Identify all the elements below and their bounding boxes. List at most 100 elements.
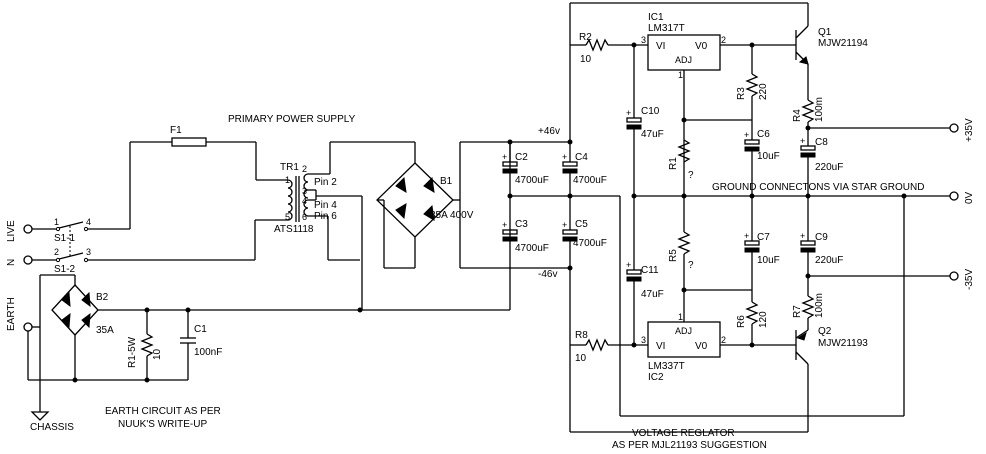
earth-note-2: NUUK'S WRITE-UP: [118, 419, 207, 430]
ic2-vi: VI: [656, 341, 665, 352]
r2-label: R2: [579, 32, 592, 43]
resistor-r5: [677, 231, 691, 255]
r3-label: R3: [736, 87, 747, 100]
capacitor-c8: [800, 145, 816, 151]
r6-label: R6: [736, 315, 747, 328]
ic1-part: LM317T: [648, 23, 685, 34]
c3-value: 4700uF: [515, 243, 549, 254]
earth-label: EARTH: [6, 297, 17, 331]
c5-value: 4700uF: [573, 238, 607, 249]
ic1-adj: ADJ: [675, 55, 692, 65]
plus-sign: +: [744, 130, 749, 140]
capacitor-c4: [562, 161, 578, 167]
plus-sign: +: [744, 231, 749, 241]
switch-s1-2: [58, 252, 84, 260]
voltage-regulator: R2 10 IC1 LM317T VI V0 ADJ 3 2 1 Q1 MJW2…: [569, 2, 975, 451]
r1-value: ?: [688, 170, 694, 181]
fuse-f1: [171, 137, 207, 147]
r2-value: 10: [580, 54, 592, 65]
earth-terminal: [23, 322, 33, 332]
resistor-r8: [585, 338, 609, 352]
ic2-adj: ADJ: [675, 326, 692, 336]
c11-value: 47uF: [641, 289, 664, 300]
rail-negative-label: -46v: [538, 269, 557, 280]
ic2-pin2: 2: [721, 335, 726, 345]
resistor-r4: [801, 99, 815, 123]
plus-sign: +: [562, 152, 567, 162]
capacitor-c7: [744, 240, 760, 246]
pin-2-label: Pin 2: [314, 177, 337, 188]
tr-pin2: 2: [302, 164, 307, 174]
capacitor-c11: [626, 269, 642, 275]
c1-value: 100nF: [194, 347, 222, 358]
pin-6-label: Pin 6: [314, 211, 337, 222]
r5-value: ?: [688, 260, 694, 271]
capacitor-c3: [502, 229, 518, 235]
plus-sign: +: [800, 136, 805, 146]
ic2-label: IC2: [648, 372, 664, 383]
diode-icon: [61, 291, 71, 308]
earth-circuit: B2 35A R1-5W 10 C1 100nF CHASSIS EARTH C…: [27, 274, 510, 433]
c7-label: C7: [757, 232, 770, 243]
ic1-vi: VI: [656, 41, 665, 52]
s1-2-label: S1-2: [54, 264, 76, 275]
c1-label: C1: [194, 324, 207, 335]
earth-note-1: EARTH CIRCUIT AS PER: [105, 406, 221, 417]
c3-label: C3: [515, 219, 528, 230]
c6-label: C6: [757, 129, 770, 140]
q2-label: Q2: [818, 326, 832, 337]
ic1-pin3: 3: [641, 35, 646, 45]
c8-value: 220uF: [815, 162, 843, 173]
ic2-pin1: 1: [678, 312, 683, 322]
switch-s1-1: [58, 221, 84, 229]
c10-label: C10: [641, 106, 660, 117]
plus-sign: +: [800, 231, 805, 241]
ic2-lm337t: [647, 321, 721, 358]
r6-value: 120: [758, 311, 769, 328]
neutral-label: N: [6, 259, 17, 266]
q1-part: MJW21194: [818, 38, 868, 49]
fuse-f1-label: F1: [170, 125, 182, 136]
tr-pin4: 4: [302, 196, 307, 206]
capacitor-c9: [800, 240, 816, 246]
s1-1-pin1: 1: [54, 217, 59, 227]
live-label: LIVE: [6, 220, 17, 242]
b1-label: B1: [440, 176, 453, 187]
c4-value: 4700uF: [573, 175, 607, 186]
q1-label: Q1: [818, 27, 832, 38]
c7-value: 10uF: [757, 255, 780, 266]
r7-value: 100m: [814, 293, 825, 318]
c8-label: C8: [815, 137, 828, 148]
tr-pin3: 3: [302, 186, 307, 196]
r8-label: R8: [575, 330, 588, 341]
resistor-r3: [745, 73, 759, 97]
b2-label: B2: [96, 292, 109, 303]
output-neg-terminal: [949, 271, 959, 281]
tr-pin5: 5: [285, 212, 290, 222]
capacitor-c2: [502, 161, 518, 167]
tr-pin1: 1: [285, 175, 290, 185]
c11-label: C11: [641, 265, 659, 276]
diode-icon: [395, 203, 407, 220]
s1-1-label: S1-1: [54, 233, 76, 244]
fuse-and-transformer: F1 TR1 ATS1118 1 5 2 3 4 6 Pin 2 Pin 4 P…: [129, 114, 360, 261]
ground-title: GROUND CONNECTONS VIA STAR GROUND: [712, 182, 924, 193]
rail-positive-label: +46v: [538, 126, 560, 137]
chassis-label: CHASSIS: [30, 422, 74, 433]
vreg-title-1: VOLTAGE REGLATOR: [632, 428, 735, 439]
out-neg-label: -35V: [964, 269, 975, 290]
capacitor-c10: [626, 117, 642, 123]
resistor-r2: [585, 38, 609, 52]
c2-value: 4700uF: [515, 175, 549, 186]
r3-value: 220: [758, 83, 769, 100]
plus-sign: +: [626, 260, 631, 270]
r1-5w-label: R1-5W: [127, 336, 138, 368]
c10-value: 47uF: [641, 129, 664, 140]
capacitor-c5: [562, 229, 578, 235]
transformer-secondary-coil-1: [303, 173, 309, 199]
tr-pin6: 6: [302, 212, 307, 222]
capacitor-c6: [744, 139, 760, 145]
c6-value: 10uF: [757, 151, 780, 162]
r4-value: 100m: [814, 97, 825, 122]
diode-icon: [61, 312, 71, 329]
